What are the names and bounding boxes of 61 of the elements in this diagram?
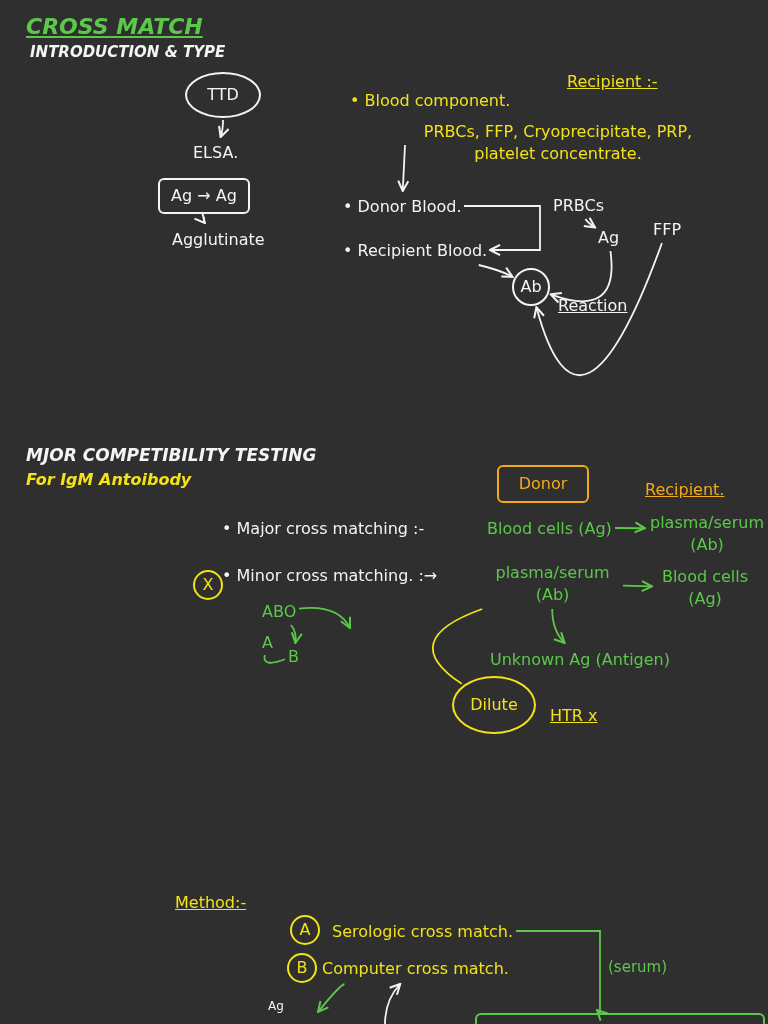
note-text: Agglutinate xyxy=(172,226,265,252)
note-text: Computer cross match. xyxy=(322,955,509,981)
circled-letter: B xyxy=(287,953,317,983)
column-heading: Recipient :- xyxy=(567,72,658,92)
circled-letter: A xyxy=(290,915,320,945)
note-text: plasma/serum (Ab) xyxy=(485,562,620,606)
note-text: Serologic cross match. xyxy=(332,918,513,944)
arrow xyxy=(463,205,541,257)
arrow xyxy=(549,250,613,304)
node-text: TTD xyxy=(207,85,239,105)
note-text: • Major cross matching :- xyxy=(222,516,425,540)
note-text: Blood cells (Ag) xyxy=(487,516,612,540)
section-heading: MJOR COMPETIBILITY TESTING xyxy=(26,445,317,465)
node-text: Donor xyxy=(518,474,568,494)
note-text: PRBCs, FFP, Cryoprecipitate, PRP, platelet concentrate. xyxy=(408,118,708,168)
circled-text xyxy=(185,72,261,118)
note-text: plasma/serum (Ab) xyxy=(648,512,766,556)
note-text: B xyxy=(288,646,299,666)
node-caption: Reaction xyxy=(558,296,628,316)
note-text: Blood cells (Ag) xyxy=(655,566,755,610)
note-text: ELSA. xyxy=(193,140,239,164)
circled-text xyxy=(452,676,536,734)
note-text: FFP xyxy=(653,218,682,240)
connector-line xyxy=(431,608,484,685)
note-text: • Recipient Blood. xyxy=(343,238,488,262)
note-text: ABO xyxy=(262,600,297,622)
circled-mark: X xyxy=(193,570,223,600)
arrow xyxy=(298,607,351,629)
arrow xyxy=(317,983,346,1013)
text-box xyxy=(497,465,589,503)
arrow xyxy=(477,264,514,278)
node-text: Dilute xyxy=(470,695,518,715)
arrow xyxy=(515,930,609,1022)
connector-line xyxy=(263,654,286,664)
section-subtitle: For IgM Antoibody xyxy=(26,470,192,490)
text-box xyxy=(158,178,250,214)
note-text: Unknown Ag (Antigen) xyxy=(490,646,670,672)
arrow xyxy=(397,144,410,192)
section-heading: Method:- xyxy=(175,893,247,913)
note-text: A xyxy=(262,632,273,652)
arrow xyxy=(622,580,653,593)
note-text: HTR x xyxy=(550,706,598,726)
arrow xyxy=(384,983,402,1024)
page-title: CROSS MATCH xyxy=(26,14,203,40)
arrow xyxy=(533,242,663,377)
arrow xyxy=(290,624,303,644)
note-text: • Minor cross matching. :→ xyxy=(222,563,438,587)
node-text: Ag → Ag xyxy=(171,186,237,206)
section-subtitle: INTRODUCTION & TYPE xyxy=(30,42,226,62)
note-text: Ag xyxy=(598,226,620,248)
note-text: Ag xyxy=(268,998,284,1015)
arrow xyxy=(217,119,230,138)
note-text: PRBCs xyxy=(553,194,604,216)
circled-text xyxy=(512,268,550,306)
arrow xyxy=(614,521,646,534)
node-text: Ab xyxy=(520,277,542,297)
note-text: • Donor Blood. xyxy=(343,194,462,218)
arrow xyxy=(551,608,566,644)
column-heading: Recipient. xyxy=(645,480,725,500)
note-text: • Blood component. xyxy=(350,88,511,112)
arrow xyxy=(582,216,596,229)
